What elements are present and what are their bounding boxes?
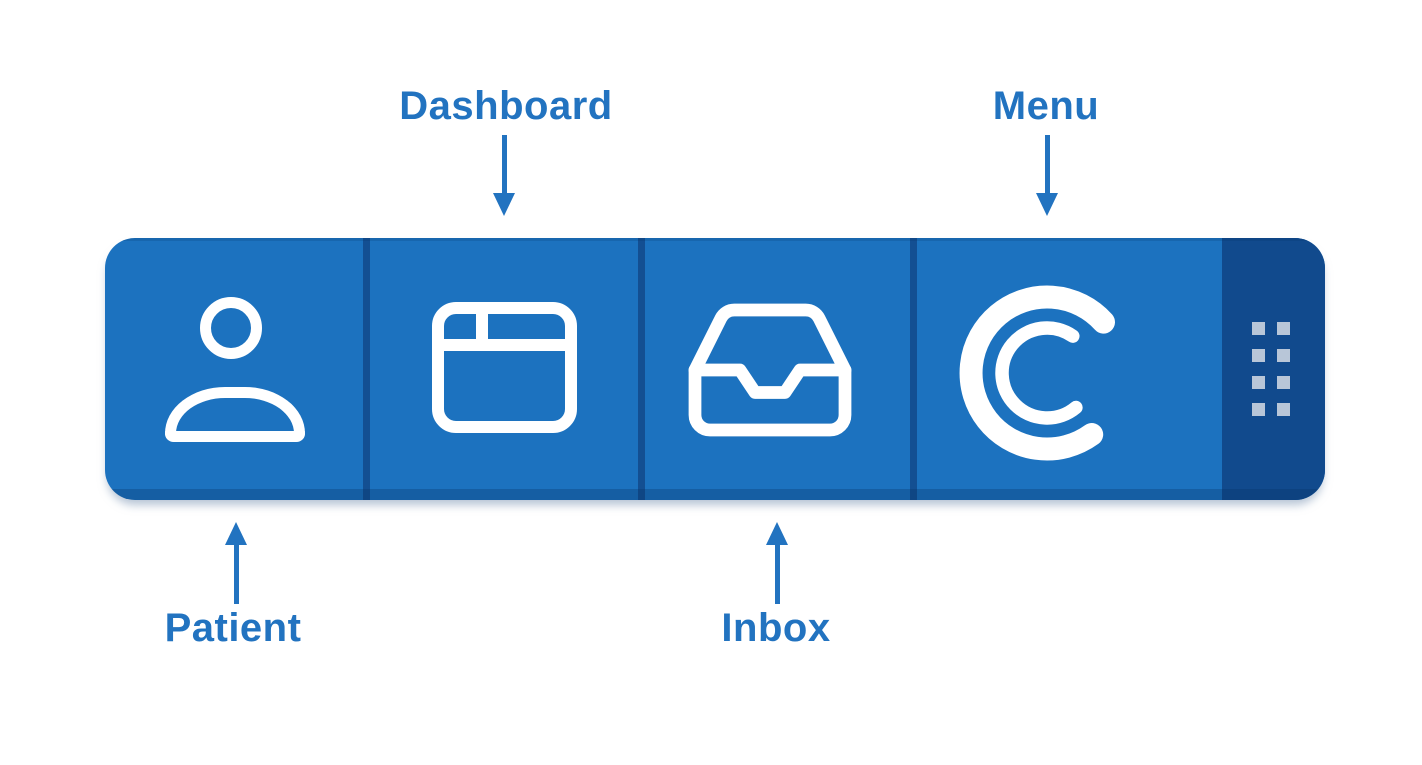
arrow-head (1036, 193, 1058, 216)
toolbar (105, 238, 1325, 500)
inbox-button[interactable] (645, 238, 910, 500)
arrow-shaft (1044, 135, 1050, 193)
grid-dots-icon[interactable] (1252, 322, 1290, 416)
arrow-head (493, 193, 515, 216)
toolbar-divider (910, 238, 917, 500)
menu-callout-label: Menu (992, 84, 1100, 128)
toolbar-divider (363, 238, 370, 500)
patient-arrow-up-icon (225, 522, 247, 604)
toolbar-dark-section (1222, 238, 1325, 500)
dashboard-callout-label: Dashboard (399, 84, 613, 128)
arrow-shaft (501, 135, 507, 193)
patient-button[interactable] (105, 238, 363, 500)
dashboard-button[interactable] (370, 238, 638, 500)
dashboard-arrow-down-icon (493, 135, 515, 216)
arrow-shaft (774, 545, 780, 604)
dashboard-icon (432, 302, 577, 433)
patient-callout-label: Patient (164, 606, 302, 650)
inbox-callout-label: Inbox (721, 606, 831, 650)
c-logo-icon (959, 285, 1115, 461)
menu-arrow-down-icon (1036, 135, 1058, 216)
arrow-shaft (233, 545, 239, 604)
inbox-tray-icon (688, 303, 852, 437)
toolbar-divider (638, 238, 645, 500)
menu-button[interactable] (917, 238, 1222, 500)
arrow-head (766, 522, 788, 545)
arrow-head (225, 522, 247, 545)
inbox-arrow-up-icon (766, 522, 788, 604)
